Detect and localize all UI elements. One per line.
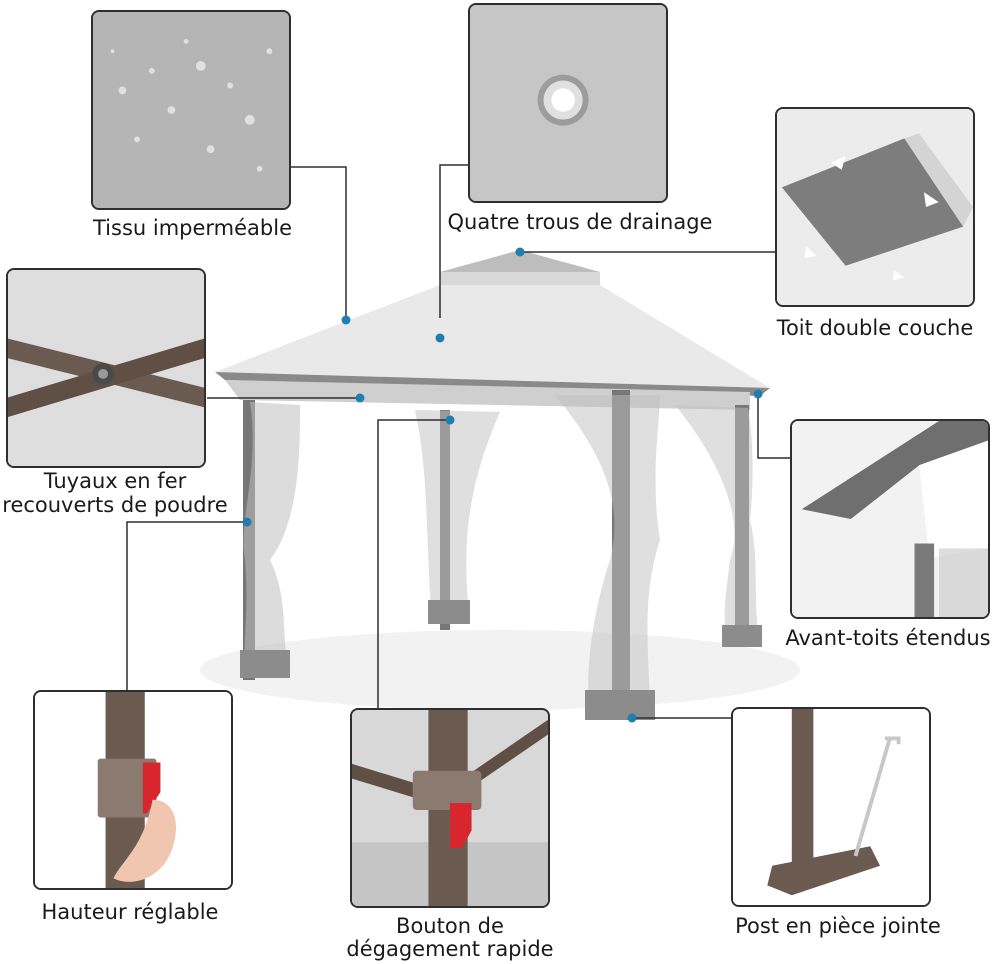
- label-drainage-holes: Quatre trous de drainage: [447, 210, 713, 234]
- panel-stake-post: [731, 707, 931, 907]
- crossed-pipes-image: [8, 270, 204, 466]
- water-droplets-image: [93, 12, 289, 208]
- main-roof: [215, 285, 770, 388]
- label-adjustable-height: Hauteur réglable: [41, 900, 219, 924]
- panel-quick-release: [350, 708, 550, 908]
- panel-waterproof-fabric: [91, 10, 291, 210]
- curtain-base-back: [428, 600, 470, 624]
- curtain-base-right: [722, 625, 762, 647]
- label-stake-post: Post en pièce jointe: [735, 914, 941, 938]
- quick-release-button-image: [352, 710, 548, 906]
- label-powder-coated-pipes-1: Tuyaux en fer: [43, 469, 187, 493]
- curtain-base-left: [240, 650, 290, 678]
- label-quick-release-2: dégagement rapide: [346, 937, 554, 961]
- height-adjust-image: [35, 692, 231, 888]
- mesh-left: [243, 402, 300, 676]
- mesh-back: [415, 410, 500, 620]
- drainage-grommet-image: [470, 5, 666, 201]
- label-double-roof: Toit double couche: [776, 316, 974, 340]
- label-waterproof-fabric: Tissu imperméable: [92, 216, 293, 240]
- mesh-right: [675, 405, 760, 645]
- label-extended-eaves: Avant-toits étendus: [785, 626, 991, 650]
- top-vent-side: [440, 272, 600, 288]
- panel-double-roof: [775, 107, 975, 307]
- callout-dots: [242, 247, 763, 723]
- leader-lines: [126, 164, 790, 719]
- double-roof-image: [777, 109, 973, 305]
- mesh-front: [555, 395, 660, 718]
- panel-adjustable-height: [33, 690, 233, 890]
- stake-post-image: [733, 709, 929, 905]
- label-powder-coated-pipes-2: recouverts de poudre: [2, 493, 228, 517]
- panel-extended-eaves: [790, 419, 990, 619]
- curtain-base-front: [585, 690, 655, 720]
- extended-eaves-image: [792, 421, 988, 617]
- panel-drainage-holes: [468, 3, 668, 203]
- label-quick-release-1: Bouton de: [396, 914, 504, 938]
- panel-powder-coated-pipes: [6, 268, 206, 468]
